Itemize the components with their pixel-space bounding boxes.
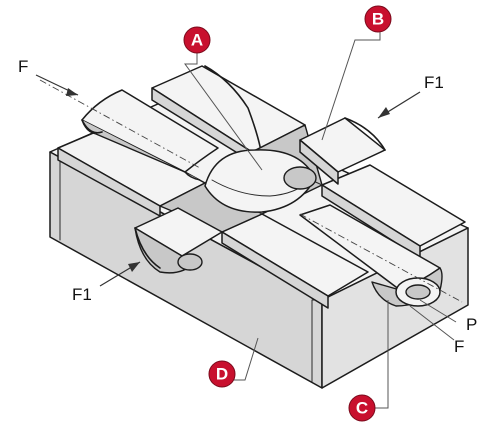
force-arrows <box>35 74 421 287</box>
tube-arm-lower-right <box>299 204 463 307</box>
label-force-f-left: F <box>18 57 28 76</box>
badge-d: D <box>208 360 236 388</box>
svg-text:B: B <box>372 10 384 29</box>
tube-arm-upper-left <box>39 79 219 181</box>
tube-arm-upper-right <box>299 117 386 185</box>
badge-c: C <box>348 394 376 422</box>
badge-a: A <box>183 26 211 54</box>
label-force-f1-right: F1 <box>424 73 444 92</box>
label-force-f-right: F <box>454 337 464 356</box>
label-force-f1-left: F1 <box>72 285 92 304</box>
label-point-p: P <box>466 315 477 334</box>
svg-text:C: C <box>356 399 368 418</box>
svg-text:A: A <box>191 31 203 50</box>
badge-b: B <box>364 5 392 33</box>
central-bulge <box>204 149 317 213</box>
svg-text:D: D <box>216 365 228 384</box>
tube-arm-lower-left <box>134 207 223 274</box>
